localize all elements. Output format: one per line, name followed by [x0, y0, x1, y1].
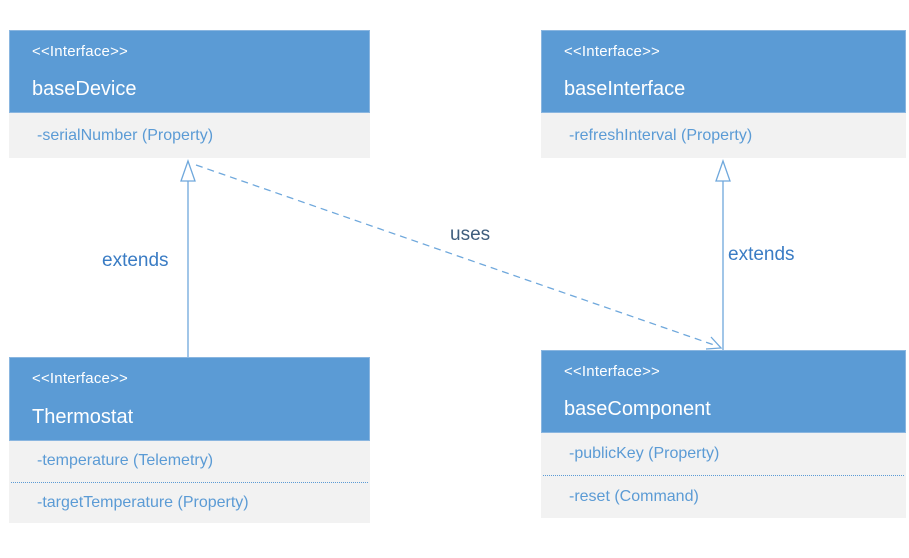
node-baseinterface[interactable]: <<Interface>> baseInterface -refreshInte…	[541, 30, 906, 158]
node-body: -publicKey (Property) -reset (Command)	[541, 433, 906, 518]
edge-basecomponent-extends-baseinterface[interactable]	[715, 159, 731, 350]
node-member: -refreshInterval (Property)	[569, 126, 753, 144]
node-title: baseComponent	[564, 398, 711, 420]
node-body: -serialNumber (Property)	[9, 113, 370, 158]
node-title: baseDevice	[32, 78, 137, 100]
edge-label-extends-left: extends	[102, 250, 169, 271]
node-body: -temperature (Telemetry) -targetTemperat…	[9, 441, 370, 523]
node-member: -temperature (Telemetry)	[37, 452, 214, 470]
node-stereotype: <<Interface>>	[32, 43, 129, 60]
node-stereotype: <<Interface>>	[564, 363, 661, 380]
node-header: <<Interface>> baseComponent	[541, 350, 906, 433]
node-header: <<Interface>> baseDevice	[9, 30, 370, 113]
edge-label-extends-right: extends	[728, 244, 795, 265]
node-basecomponent[interactable]: <<Interface>> baseComponent -publicKey (…	[541, 350, 906, 518]
node-stereotype: <<Interface>>	[32, 370, 129, 387]
node-member: -targetTemperature (Property)	[37, 493, 249, 511]
edge-thermostat-extends-basedevice[interactable]	[180, 159, 196, 357]
node-member: -serialNumber (Property)	[37, 126, 214, 144]
node-title: Thermostat	[32, 406, 134, 428]
node-title: baseInterface	[564, 78, 686, 100]
node-header: <<Interface>> baseInterface	[541, 30, 906, 113]
edge-basedevice-uses-basecomponent[interactable]	[195, 164, 723, 350]
node-body: -refreshInterval (Property)	[541, 113, 906, 158]
edge-label-uses: uses	[450, 224, 491, 245]
node-member: -reset (Command)	[569, 488, 699, 505]
node-member: -publicKey (Property)	[569, 445, 720, 462]
member-divider	[543, 475, 904, 476]
node-stereotype: <<Interface>>	[564, 43, 661, 60]
node-basedevice[interactable]: <<Interface>> baseDevice -serialNumber (…	[9, 30, 370, 158]
node-thermostat[interactable]: <<Interface>> Thermostat -temperature (T…	[9, 357, 370, 523]
member-divider	[11, 481, 368, 483]
node-header: <<Interface>> Thermostat	[9, 357, 370, 441]
